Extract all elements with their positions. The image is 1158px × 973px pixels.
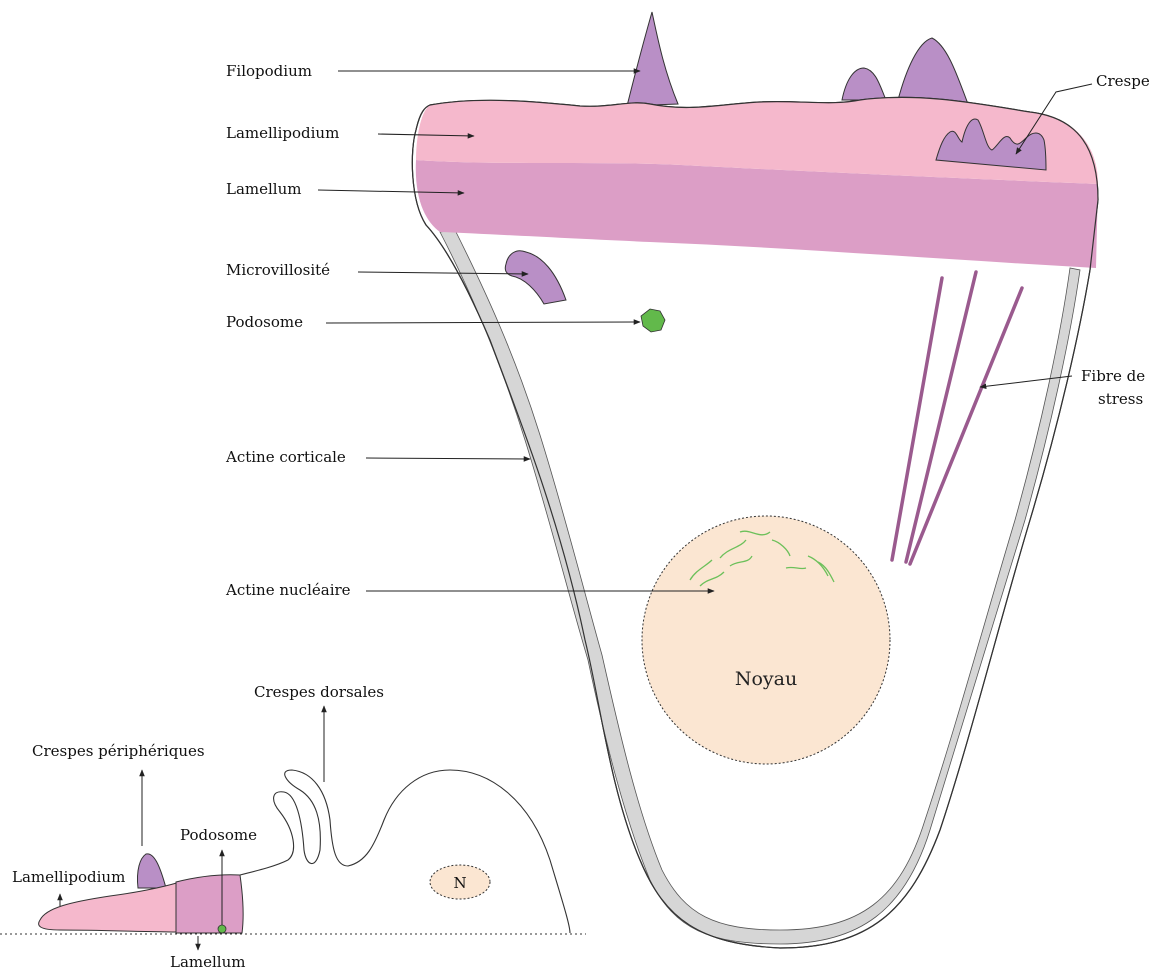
side-cell-outline: [240, 770, 570, 933]
label-actine-nucleaire: Actine nucléaire: [225, 581, 351, 599]
nucleus: [642, 516, 890, 764]
label-lamellipodium: Lamellipodium: [226, 124, 339, 142]
side-label-lamellum: Lamellum: [170, 953, 245, 971]
label-lamellum: Lamellum: [226, 180, 301, 198]
nucleus-label: Noyau: [735, 668, 797, 690]
filopodium-2: [842, 68, 886, 100]
label-fibre-de-stress-2: stress: [1098, 390, 1143, 408]
side-lamellum: [176, 875, 243, 933]
filopodium-1: [627, 12, 678, 106]
label-podosome: Podosome: [226, 313, 303, 331]
label-crespe: Crespe: [1096, 72, 1150, 90]
side-label-podosome: Podosome: [180, 826, 257, 844]
side-nucleus-label: N: [453, 874, 466, 892]
label-actine-corticale: Actine corticale: [225, 448, 346, 466]
label-fibre-de-stress-1: Fibre de: [1081, 367, 1145, 385]
side-label-crespes-dorsales: Crespes dorsales: [254, 683, 384, 701]
label-microvillosite: Microvillosité: [226, 261, 330, 279]
side-lamellipodium: [39, 882, 180, 932]
filopodium-3: [898, 38, 968, 104]
side-label-lamellipodium: Lamellipodium: [12, 868, 125, 886]
label-filopodium: Filopodium: [226, 62, 312, 80]
side-peripheral-ruffle: [137, 854, 166, 888]
side-podosome-dot: [218, 925, 226, 933]
side-label-crespes-peripheriques: Crespes périphériques: [32, 742, 205, 760]
